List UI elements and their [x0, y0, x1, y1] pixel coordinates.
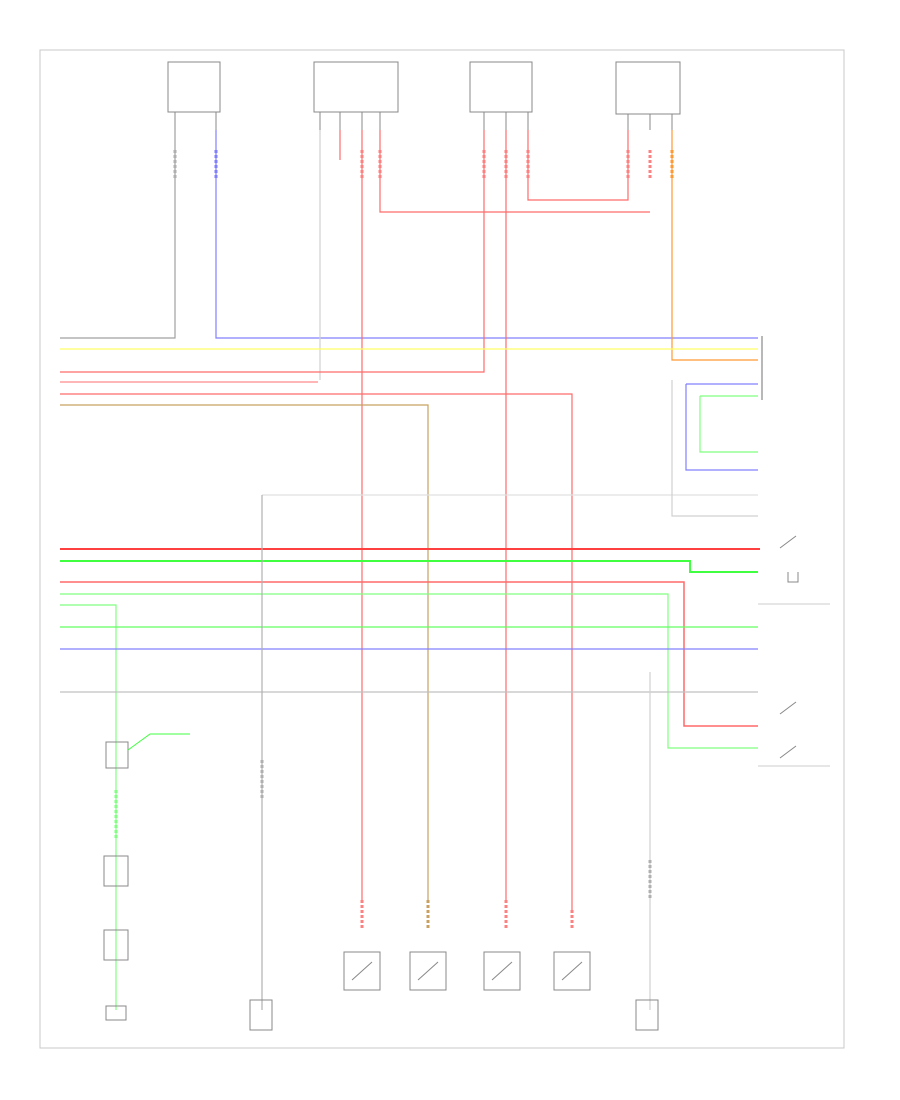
wire-red-v3 [60, 130, 485, 373]
wires-vertical [60, 130, 758, 900]
right-connector-block [671, 336, 763, 517]
wire-gray-1 [60, 130, 176, 339]
wire-orange-v [671, 130, 758, 361]
bottom-comp-3 [409, 951, 447, 991]
wire-green-h1 [60, 560, 758, 573]
left-mid-component [103, 733, 190, 1021]
wire-red-h4 [60, 581, 758, 727]
wire-green-right [699, 395, 758, 453]
bottom-comp-1 [249, 999, 273, 1031]
wires-horizontal [60, 348, 760, 1010]
wire-ltgreen-h [60, 604, 117, 1010]
top-component-3 [469, 61, 533, 130]
bottom-comp-6 [635, 999, 659, 1031]
bottom-components [249, 951, 659, 1031]
top-component-2 [313, 61, 399, 130]
wire-red-v5 [527, 130, 629, 201]
wire-gray-right [671, 380, 758, 517]
wire-markers [114, 150, 674, 930]
right-switches [758, 535, 830, 767]
wire-red-h2 [60, 393, 573, 910]
wire-blue-1 [215, 130, 758, 339]
top-component-1 [167, 61, 221, 130]
top-component-4 [615, 61, 681, 130]
bottom-comp-2 [343, 951, 381, 991]
wire-green-h2 [60, 593, 758, 749]
wire-brown-h [60, 404, 429, 900]
bottom-comp-5 [553, 951, 591, 991]
diagram-frame [39, 49, 845, 1049]
wire-blue-right [685, 383, 758, 471]
bottom-comp-4 [483, 951, 521, 991]
